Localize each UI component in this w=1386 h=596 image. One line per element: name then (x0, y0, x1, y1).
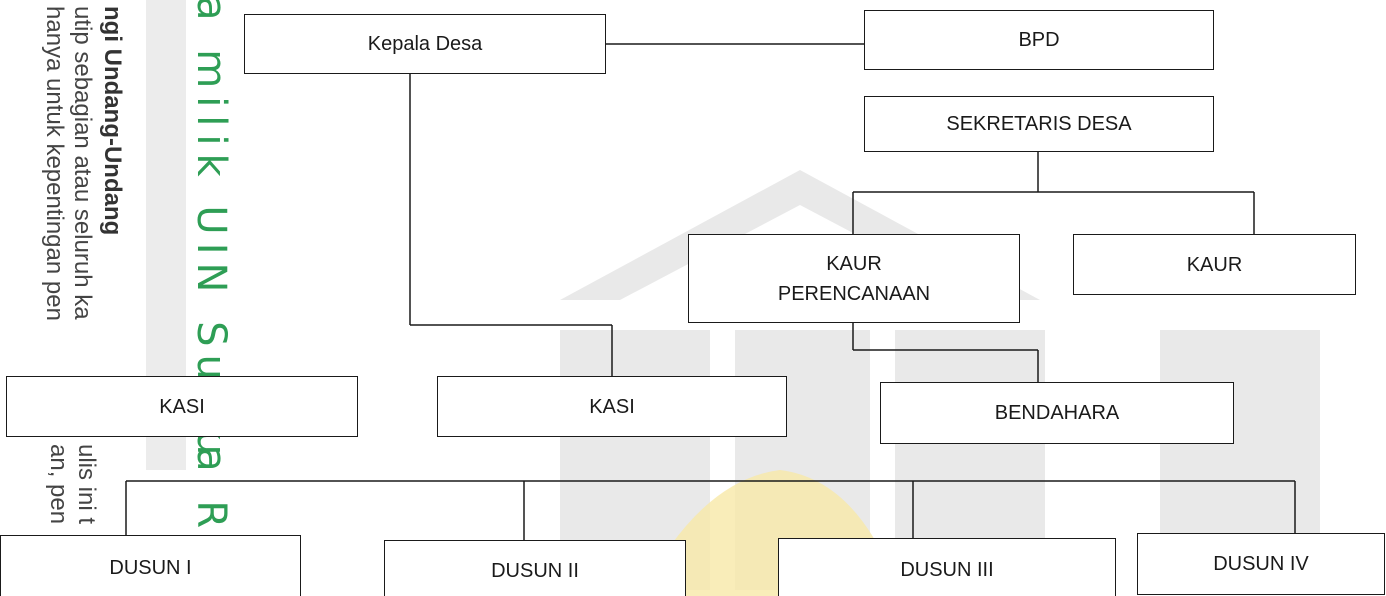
kasi-1-box: KASI (6, 376, 358, 437)
dusun-1-box: DUSUN I (0, 535, 301, 596)
kaur-perencanaan-label-line-1: KAUR (826, 252, 882, 275)
dusun-2-box: DUSUN II (384, 540, 686, 596)
kasi-1-label: KASI (159, 395, 205, 418)
bendahara-box: BENDAHARA (880, 382, 1234, 444)
dusun-3-box: DUSUN III (778, 538, 1116, 596)
kaur-perencanaan-box: KAUR PERENCANAAN (688, 234, 1020, 323)
bpd-label: BPD (1018, 29, 1060, 51)
kepala-desa-box: Kepala Desa (244, 14, 606, 74)
sekretaris-desa-box: SEKRETARIS DESA (864, 96, 1214, 152)
bpd-box: BPD (864, 10, 1214, 70)
kepala-desa-label: Kepala Desa (367, 33, 483, 55)
kaur-perencanaan-label-line-2: PERENCANAAN (777, 282, 931, 305)
dusun-1-label: DUSUN I (109, 557, 192, 579)
dusun-4-box: DUSUN IV (1137, 533, 1385, 595)
kaur-box: KAUR (1073, 234, 1356, 295)
dusun-4-label: DUSUN IV (1213, 553, 1309, 575)
kaur-label: KAUR (1186, 253, 1243, 276)
bendahara-label: BENDAHARA (994, 402, 1120, 424)
dusun-3-label: DUSUN III (900, 559, 994, 581)
kasi-2-box: KASI (437, 376, 787, 437)
sekretaris-desa-label: SEKRETARIS DESA (946, 113, 1132, 135)
kasi-2-label: KASI (589, 395, 635, 418)
dusun-2-label: DUSUN II (491, 560, 579, 582)
